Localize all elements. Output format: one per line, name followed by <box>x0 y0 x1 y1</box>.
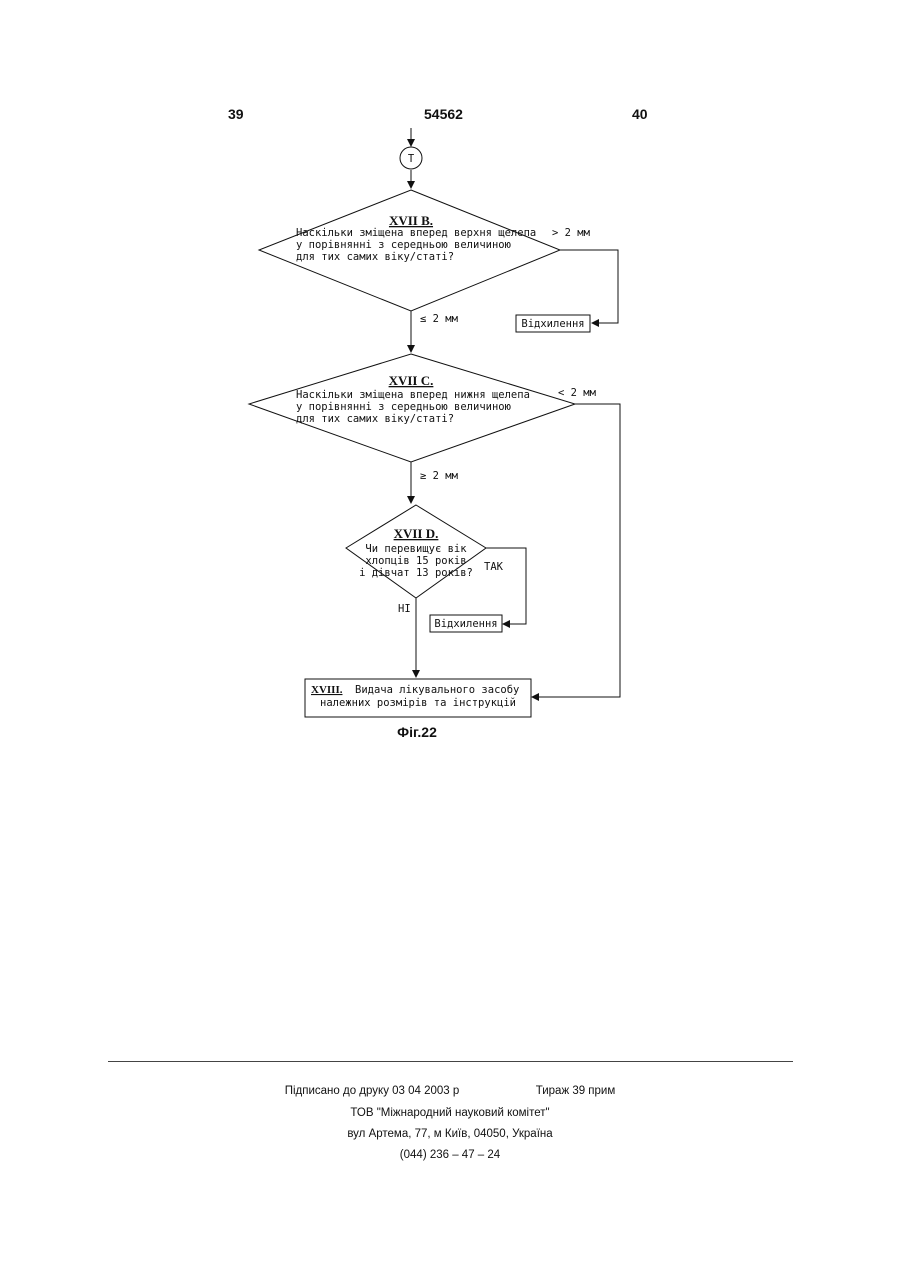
box-d-line-2: хлопців 15 років <box>365 555 466 567</box>
final-box-line-2: належних розмірів та інструкцій <box>320 697 516 709</box>
box-d-line-3: і дівчат 13 років? <box>359 567 473 579</box>
flow-arrow <box>532 404 620 697</box>
flowchart: T XVII B. Наскільки зміщена вперед верхн… <box>0 0 900 760</box>
box-d-title: XVII D. <box>394 526 439 541</box>
box-d-line-1: Чи перевищує вік <box>365 543 467 555</box>
box-d-result: Відхилення <box>434 618 497 630</box>
footer-address: вул Артема, 77, м Київ, 04050, Україна <box>0 1128 900 1140</box>
box-c-no-label: ≥ 2 мм <box>420 470 459 482</box>
box-d-yes-label: ТАК <box>484 561 504 573</box>
footer-circulation: Тираж 39 прим <box>536 1085 616 1097</box>
box-b-yes-label: > 2 мм <box>552 227 591 239</box>
flow-arrow <box>486 548 526 624</box>
box-c-line-3: для тих самих віку/статі? <box>296 413 454 425</box>
box-c-line-2: у порівнянні з середньою величиною <box>296 401 511 413</box>
box-b-line-3: для тих самих віку/статі? <box>296 251 454 263</box>
box-b-result: Відхилення <box>521 318 584 330</box>
flow-arrow <box>560 250 618 323</box>
footer-phone: (044) 236 – 47 – 24 <box>0 1149 900 1161</box>
connector-label: T <box>408 153 415 165</box>
figure-caption: Фіг.22 <box>397 724 437 740</box>
box-b-title: XVII B. <box>389 213 433 228</box>
final-box-title: XVIII. <box>311 684 343 696</box>
footer-publisher: ТОВ "Міжнародний науковий комітет" <box>0 1107 900 1119</box>
box-c-line-1: Наскільки зміщена вперед нижня щелепа <box>296 389 530 401</box>
box-b-no-label: ≤ 2 мм <box>420 313 459 325</box>
final-box-line-1: Видача лікувального засобу <box>355 684 519 696</box>
box-d-no-label: НІ <box>398 603 411 615</box>
box-b-line-1: Наскільки зміщена вперед верхня щелепа <box>296 227 536 239</box>
footer-divider <box>108 1061 793 1062</box>
box-b-line-2: у порівнянні з середньою величиною <box>296 239 511 251</box>
box-c-title: XVII C. <box>389 373 434 388</box>
box-c-yes-label: < 2 мм <box>558 387 597 399</box>
footer-signed: Підписано до друку 03 04 2003 р <box>285 1085 460 1097</box>
footer-print-line: Підписано до друку 03 04 2003 р Тираж 39… <box>0 1085 900 1097</box>
